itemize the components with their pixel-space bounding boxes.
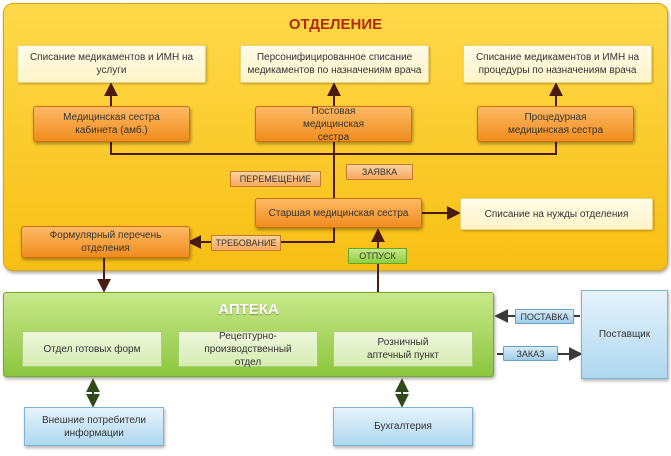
release-tag: ОТПУСК bbox=[348, 248, 407, 264]
cabinet-nurse-box: Медицинская сестра кабинета (амб.) bbox=[33, 106, 190, 142]
procedural-nurse-box: Процедурная медицинская сестра bbox=[477, 106, 634, 142]
ready-forms-box: Отдел готовых форм bbox=[22, 331, 162, 367]
order-tag: ЗАКАЗ bbox=[503, 346, 558, 361]
request-tag: ЗАЯВКА bbox=[346, 164, 413, 180]
external-consumers-box: Внешние потребители информации bbox=[24, 407, 164, 446]
requirement-tag: ТРЕБОВАНИЕ bbox=[211, 235, 281, 251]
accounting-box: Бухгалтерия bbox=[333, 407, 473, 446]
transfer-tag: ПЕРЕМЕЩЕНИЕ bbox=[230, 171, 321, 187]
pharmacy-title: АПТЕКА bbox=[218, 300, 279, 318]
head-nurse-box: Старшая медицинская сестра bbox=[255, 198, 422, 228]
supply-tag: ПОСТАВКА bbox=[515, 309, 574, 324]
dept-needs-box: Списание на нужды отделения bbox=[460, 198, 653, 230]
supplier-box: Поставщик bbox=[581, 290, 668, 379]
department-title: ОТДЕЛЕНИЕ bbox=[288, 15, 383, 33]
formulary-box: Формулярный перечень отделения bbox=[21, 226, 190, 258]
retail-box: Розничный аптечный пункт bbox=[333, 331, 473, 367]
writeoff-personal-box: Персонифицированное списание медикаменто… bbox=[240, 45, 429, 83]
prescription-box: Рецептурно-производственный отдел bbox=[178, 331, 318, 368]
writeoff-procedures-box: Списание медикаментов и ИМН на процедуры… bbox=[463, 45, 652, 83]
ward-nurse-box: Постовая медицинская сестра bbox=[255, 106, 412, 143]
writeoff-services-box: Списание медикаментов и ИМН на услуги bbox=[17, 45, 206, 83]
